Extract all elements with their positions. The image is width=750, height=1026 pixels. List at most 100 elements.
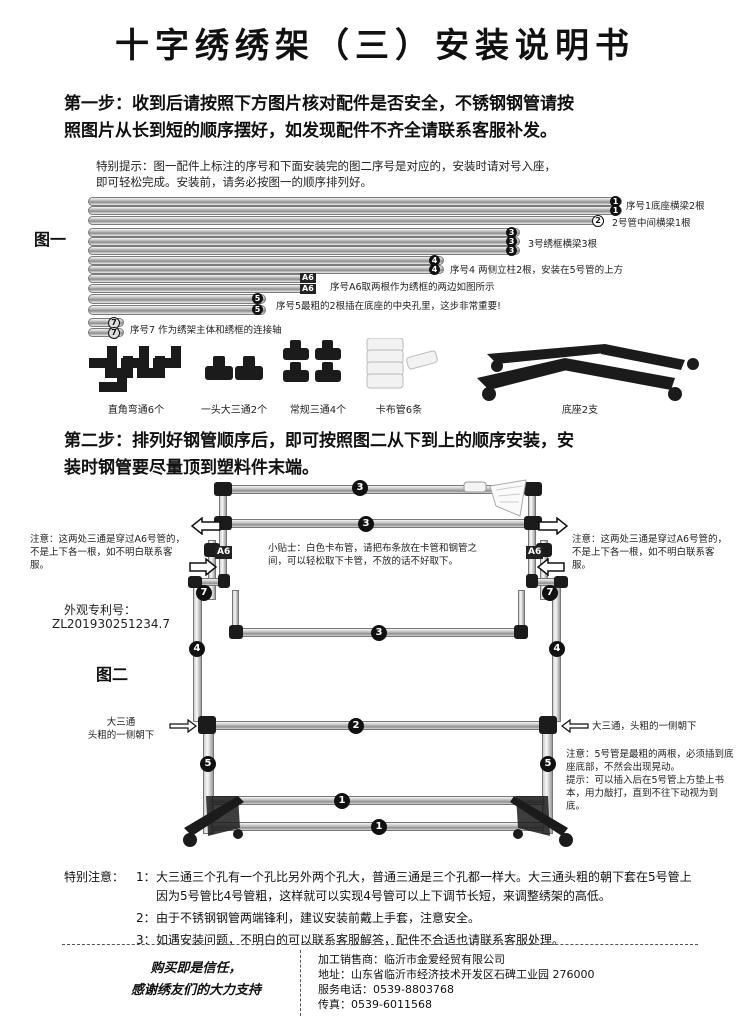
pipe-tag: 3 <box>506 227 517 238</box>
pipe-tag: 5 <box>252 293 263 304</box>
pipe-1a <box>88 197 622 206</box>
patent-label: 外观专利号： <box>64 603 137 617</box>
big-tee-right <box>539 716 557 734</box>
fabric-clip-icon <box>463 479 527 517</box>
joint <box>218 574 230 588</box>
part-caption-big-tee: 一头大三通2个 <box>200 405 268 416</box>
special-num-1: 1： <box>136 870 156 884</box>
arrow-right-icon <box>538 517 569 535</box>
pipe-tag: 1 <box>610 196 621 207</box>
pipe-3a <box>88 228 520 237</box>
joint <box>524 482 542 496</box>
fax: 传真：0539-6011568 <box>318 998 432 1011</box>
special-item-1a: 大三通三个孔有一个孔比另外两个孔大，普通三通是三个孔都一样大。大三通头粗的朝下套… <box>156 870 692 884</box>
seller: 加工销售商：临沂市金爱经贸有限公司 <box>318 953 505 966</box>
arrow-left-icon <box>190 517 221 535</box>
arrow-right-icon <box>169 718 197 734</box>
mark-4-left: 4 <box>189 641 205 657</box>
part-caption-elbow: 直角弯通6个 <box>107 405 165 416</box>
tip-line2: 即可轻松完成。安装前，请务必按图一的顺序排列好。 <box>96 175 372 189</box>
joint <box>524 516 542 530</box>
a6-tag-left: A6 <box>215 546 233 559</box>
step1-line1: 第一步：收到后请按照下方图片核对配件是否安全，不锈钢钢管请按 <box>64 94 574 114</box>
note-right-tee: 大三通，头粗的一侧朝下 <box>592 721 697 732</box>
pipe-tag: 3 <box>506 236 517 247</box>
tee-connectors-icon <box>283 340 341 382</box>
pipe-5a <box>88 294 266 304</box>
pipe-tag-a6: A6 <box>300 273 316 283</box>
pipe-label-a6: 序号A6取两根作为绣框的两边如图所示 <box>330 282 495 293</box>
pipe-5b <box>88 305 266 315</box>
service-phone: 服务电话：0539-8803768 <box>318 983 454 996</box>
middle-beam-2 <box>210 721 546 730</box>
joint <box>188 576 202 588</box>
step1-line2: 照图片从长到短的顺序摆好，如发现配件不齐全请联系客服补发。 <box>64 121 557 141</box>
joint <box>229 625 243 639</box>
pipe-label-2: 2号管中间横梁1根 <box>612 218 691 229</box>
special-item-3: 如遇安装问题，不明白的可以联系客服解答，配件不合适也请联系客服处理。 <box>156 933 565 947</box>
footer-divider <box>62 944 698 945</box>
mark-1-a: 1 <box>334 793 350 809</box>
figure2-label: 图二 <box>96 665 129 684</box>
pipe-a6b <box>88 284 316 293</box>
big-tee-connectors-icon <box>205 356 263 380</box>
note-left-tee: 大三通 头粗的一侧朝下 <box>87 717 155 741</box>
footer-vertical-divider <box>300 950 301 1016</box>
pipe-7a <box>88 318 124 327</box>
pipe-3b <box>88 237 520 246</box>
a6-tag-right: A6 <box>526 546 544 559</box>
pipe-label-3: 3号绣框横梁3根 <box>528 239 598 250</box>
base-legs-icon <box>477 344 699 401</box>
joint <box>526 574 538 588</box>
figure1-label: 图一 <box>34 230 67 249</box>
address: 地址：山东省临沂市经济技术开发区石碑工业园 276000 <box>318 968 595 981</box>
arrow-left-icon <box>561 718 589 734</box>
base-feet-icon <box>183 796 573 847</box>
pipe-2 <box>88 216 604 225</box>
mark-5-right: 5 <box>540 756 556 772</box>
pipe-3c <box>88 246 520 255</box>
joint <box>554 576 568 588</box>
big-tee-left <box>198 716 216 734</box>
mark-4-right: 4 <box>549 641 565 657</box>
pipe-label-1: 序号1底座横梁2根 <box>626 201 705 212</box>
pipe-4a <box>88 256 444 265</box>
pipe-label-4: 序号4 两侧立柱2根，安装在5号管的上方 <box>450 265 624 276</box>
mark-7-right: 7 <box>542 585 558 601</box>
joint <box>214 482 232 496</box>
mark-5-left: 5 <box>200 756 216 772</box>
mark-1-b: 1 <box>371 819 387 835</box>
pipe-label-7: 序号7 作为绣架主体和绣框的连接轴 <box>130 325 282 336</box>
special-item-1b: 因为5号管比4号管粗，这样就可以实现4号管可以上下调节长短，来调整绣架的高低。 <box>156 889 611 903</box>
footer-contact: 加工销售商：临沂市金爱经贸有限公司 地址：山东省临沂市经济技术开发区石碑工业园 … <box>318 952 718 1012</box>
mark-3-top: 3 <box>352 480 368 496</box>
clip-tubes-icon <box>366 338 438 389</box>
pipe-tag: 3 <box>506 245 517 256</box>
slogan-line2: 感谢绣友们的大力支持 <box>130 983 261 998</box>
pipe-tag: 4 <box>429 255 440 266</box>
note-right-tube5: 注意：5号管是最粗的两根，必须插到底座底部，不然会出现晃动。 提示：可以插入后在… <box>566 749 734 812</box>
footer-slogan: 购买即是信任， 感谢绣友们的大力支持 <box>96 958 296 1002</box>
pipe-tag: 5 <box>252 304 263 315</box>
arrow-left-icon <box>536 558 565 576</box>
mark-2: 2 <box>348 718 364 734</box>
arrow-right-icon <box>189 558 218 576</box>
parts-illustration <box>89 338 699 401</box>
special-tip: 特别提示：图一配件上标注的序号和下面安装完的图二序号是对应的，安装时请对号入座，… <box>96 158 696 190</box>
step1-text: 第一步：收到后请按照下方图片核对配件是否安全，不锈钢钢管请按 照图片从长到短的顺… <box>64 91 704 145</box>
pipe-4b <box>88 265 444 274</box>
pipe-label-5: 序号5最粗的2根插在底座的中央孔里，这步非常重要! <box>276 301 501 312</box>
page-title: 十字绣绣架（三）安装说明书 <box>115 26 635 66</box>
patent-number: ZL201930251234.7 <box>52 617 170 631</box>
pipe-a6a <box>88 274 316 283</box>
special-num-3: 3： <box>136 933 156 947</box>
pipe-1b <box>88 206 622 215</box>
special-notes: 特别注意： 1： 大三通三个孔有一个孔比另外两个孔大，普通三通是三个孔都一样大。… <box>64 868 724 950</box>
mark-3-bottom: 3 <box>371 625 387 641</box>
pipe-tag: 7 <box>108 327 120 339</box>
special-label: 特别注意： <box>64 870 125 884</box>
pipe-tag: 2 <box>592 215 604 227</box>
part-caption-clip: 卡布管6条 <box>375 405 423 416</box>
slogan-line1: 购买即是信任， <box>150 961 242 976</box>
pipe-7b <box>88 328 124 337</box>
